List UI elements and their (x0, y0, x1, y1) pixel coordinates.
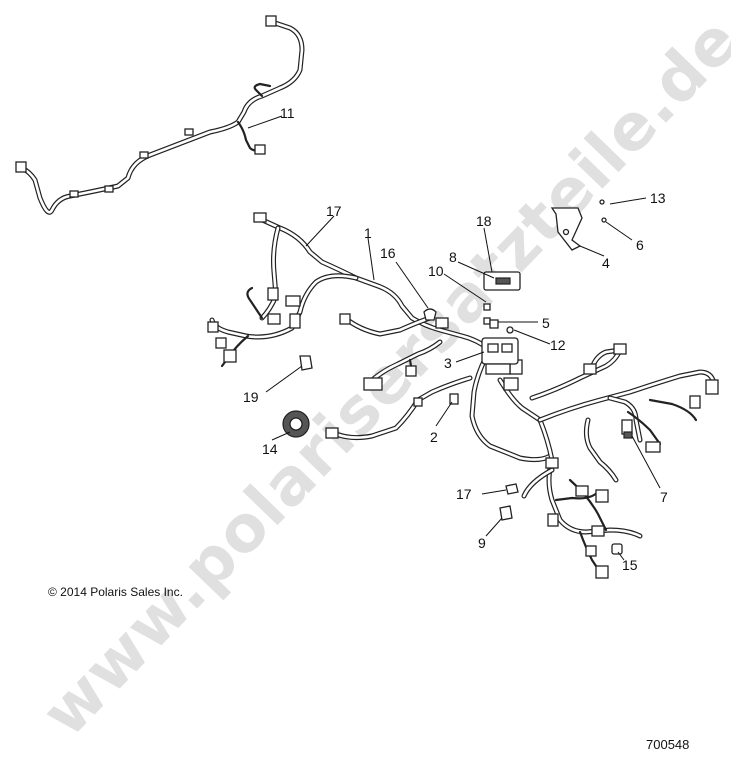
callout-14: 14 (262, 441, 278, 457)
callout-11: 11 (280, 105, 295, 121)
document-number: 700548 (646, 737, 689, 752)
callout-7: 7 (660, 489, 668, 505)
callout-12: 12 (550, 337, 566, 353)
clip-part-2 (449, 393, 459, 405)
connector-part-15 (611, 543, 623, 555)
callout-8: 8 (449, 249, 457, 265)
cap-part-9 (499, 505, 513, 521)
callout-9: 9 (478, 535, 486, 551)
small-fasteners-part-5-10 (483, 303, 514, 334)
grommet-part-16 (423, 308, 437, 321)
callout-2: 2 (430, 429, 438, 445)
fuse-box-part-3 (481, 337, 519, 375)
callout-5: 5 (542, 315, 550, 331)
callout-16: 16 (380, 245, 396, 261)
harness-connectors (207, 212, 719, 579)
callout-4: 4 (602, 255, 610, 271)
callout-10: 10 (428, 263, 444, 279)
connector-part-7 (621, 419, 633, 439)
cap-part-19 (299, 355, 313, 371)
callout-3: 3 (444, 355, 452, 371)
bracket-part-4 (550, 199, 607, 251)
callout-17-top: 17 (326, 203, 342, 219)
rear-harness-part-11 (15, 15, 305, 215)
callout-1: 1 (364, 225, 372, 241)
callout-18: 18 (476, 213, 492, 229)
callout-15: 15 (622, 557, 638, 573)
callout-labels: 11 17 1 16 18 8 10 5 12 3 2 13 6 4 7 17 … (243, 105, 668, 573)
callout-17-bottom: 17 (456, 486, 472, 502)
callout-6: 6 (636, 237, 644, 253)
buzzer-part-14 (282, 410, 310, 438)
leader-lines (247, 115, 661, 561)
copyright-notice: © 2014 Polaris Sales Inc. (48, 585, 183, 599)
callout-13: 13 (650, 190, 666, 206)
relay-module-part-8 (483, 271, 521, 291)
callout-19: 19 (243, 389, 259, 405)
clip-part-17 (505, 483, 519, 495)
